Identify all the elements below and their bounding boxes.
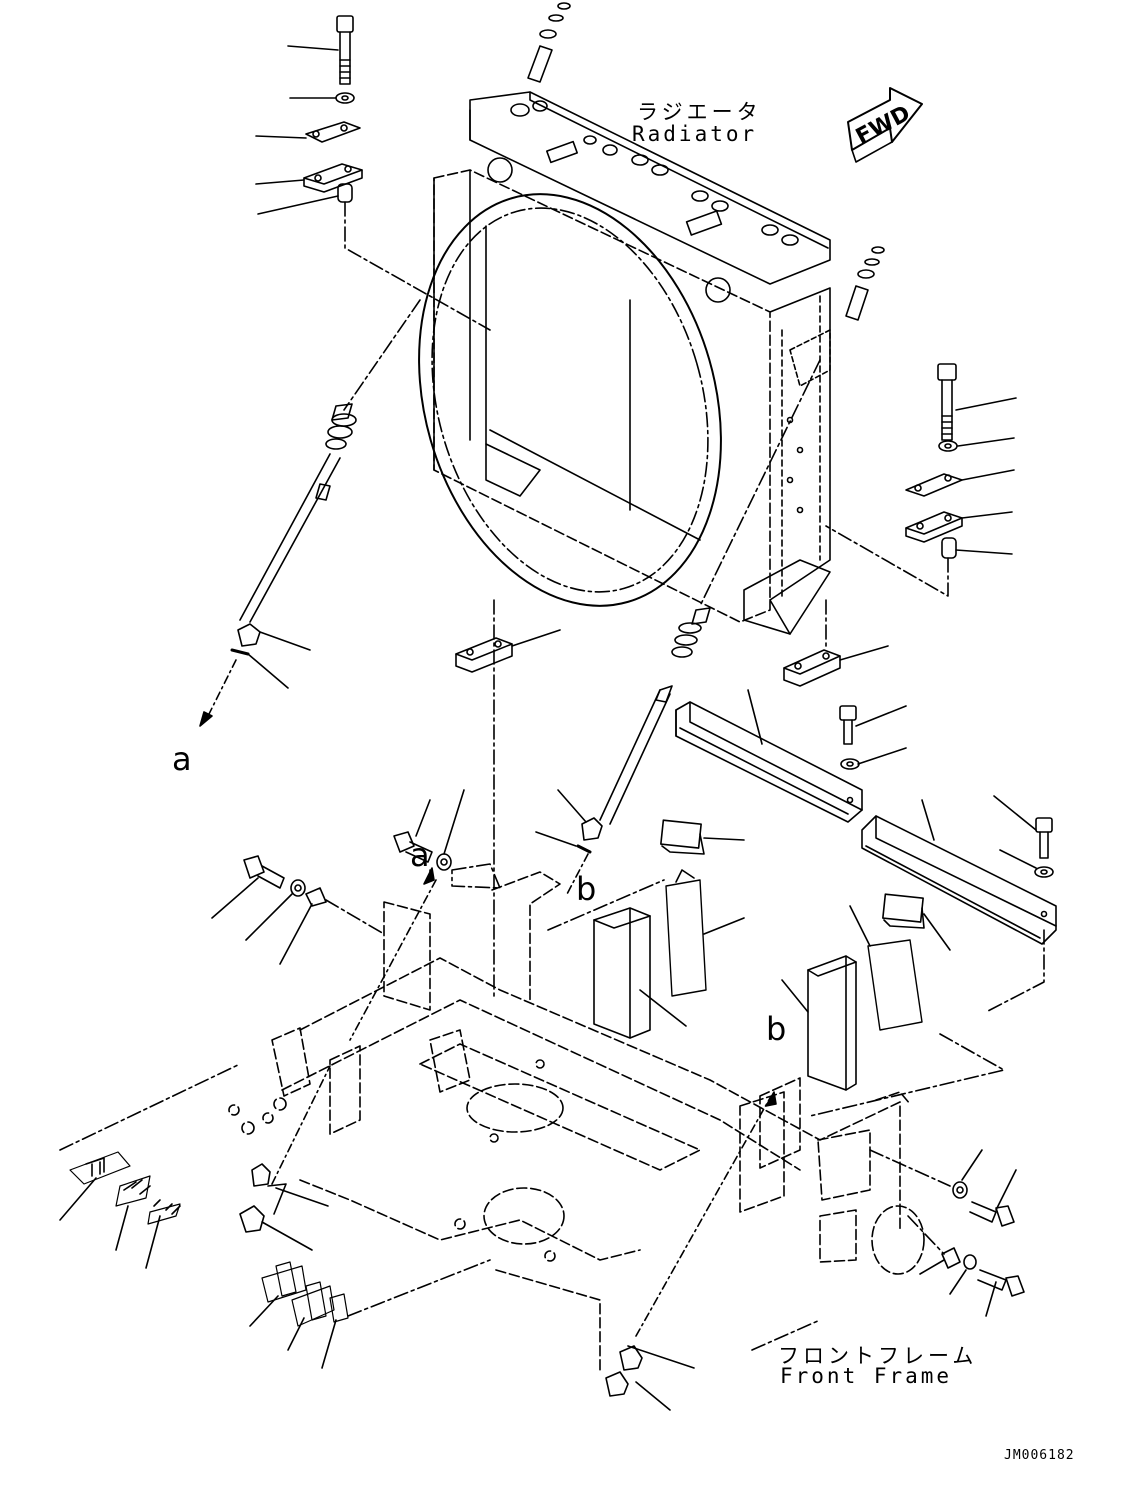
radiator-top-left-parts (255, 15, 491, 331)
center-pad (455, 599, 561, 1001)
front-frame-label-en: Front Frame (780, 1364, 953, 1388)
radiator-right-parts (783, 363, 1017, 687)
left-rod (199, 299, 421, 727)
ref-a-frame: a (410, 836, 430, 874)
radiator-label-en: Radiator (632, 122, 758, 146)
drawing-code: JM006182 (1004, 1448, 1075, 1463)
ref-b-center: b (576, 870, 597, 908)
radiator-body (418, 2, 831, 635)
ref-b-frame: b (766, 1010, 787, 1048)
bottom-hardware (59, 1063, 821, 1411)
frame-right-fasteners (869, 1149, 1025, 1317)
battery-plates (547, 819, 1005, 1117)
ref-a-left: a (172, 740, 192, 778)
front-frame (228, 871, 925, 1371)
radiator-label-jp: ラジエータ (637, 100, 762, 124)
front-frame-label-jp: フロントフレーム (778, 1344, 978, 1368)
frame-left-fasteners (211, 789, 501, 1041)
fwd-arrow (847, 87, 923, 163)
rails (675, 689, 1057, 1013)
center-rod (535, 246, 885, 897)
